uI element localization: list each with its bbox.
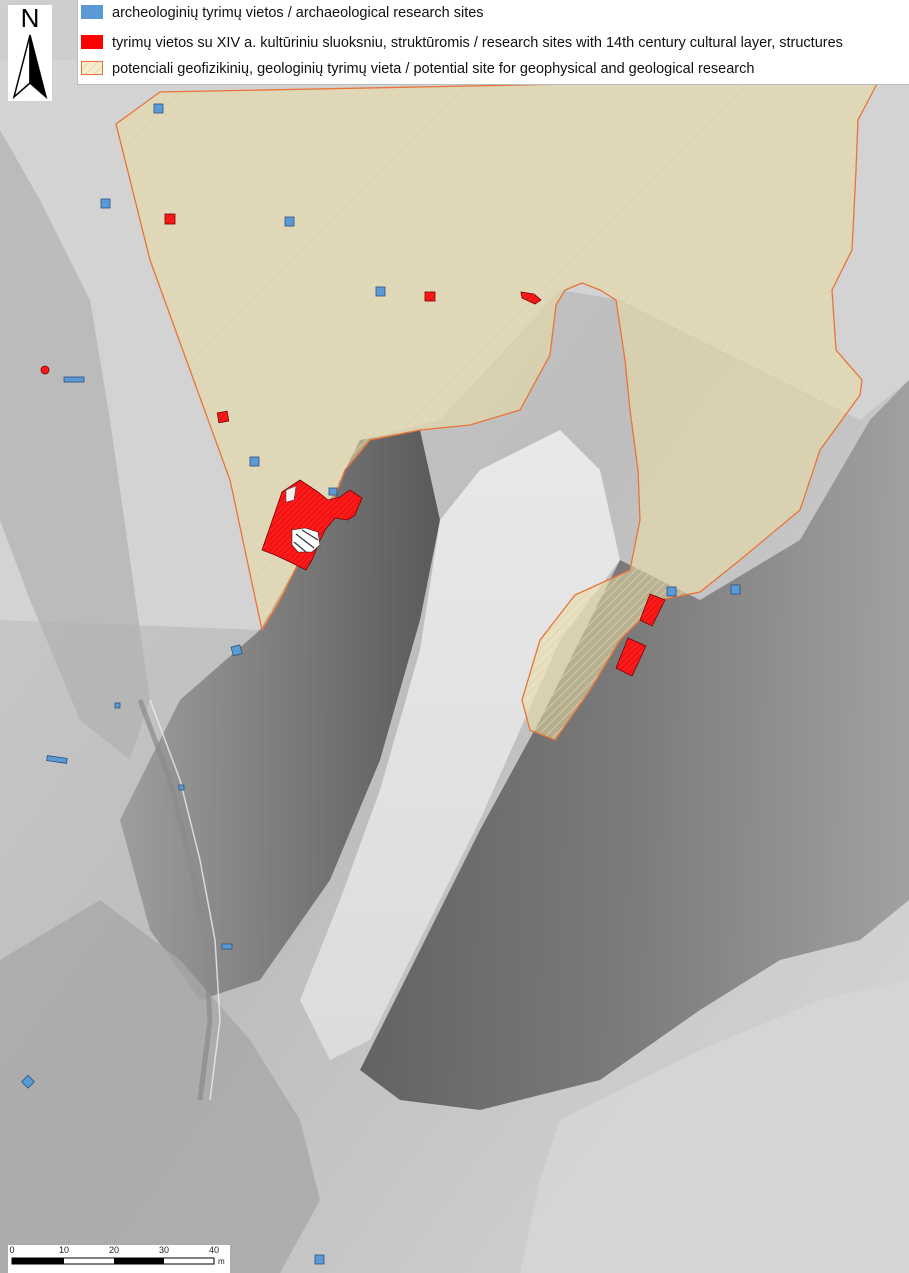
blue-site[interactable] bbox=[249, 456, 260, 467]
scale-bar-graphic bbox=[11, 1257, 215, 1265]
legend-label: potenciali geofizikinių, geologinių tyri… bbox=[112, 61, 755, 77]
scale-tick-label: 40 bbox=[208, 1245, 220, 1255]
legend-item-potential: potenciali geofizikinių, geologinių tyri… bbox=[78, 59, 909, 81]
blue-site[interactable] bbox=[284, 216, 295, 227]
excavation-exposed-area bbox=[285, 485, 297, 503]
legend-swatch-red-icon bbox=[81, 35, 103, 49]
terrain-lower-right bbox=[520, 980, 909, 1273]
blue-site[interactable] bbox=[21, 1074, 35, 1089]
blue-site[interactable] bbox=[730, 584, 741, 595]
legend-label: archeologinių tyrimų vietos / archaeolog… bbox=[112, 5, 484, 21]
legend-swatch-blue-icon bbox=[81, 5, 103, 19]
blue-site[interactable] bbox=[328, 487, 338, 496]
blue-site[interactable] bbox=[230, 644, 243, 657]
legend-item-14th-century: tyrimų vietos su XIV a. kultūriniu sluok… bbox=[78, 33, 909, 55]
terrain-valley bbox=[300, 430, 620, 1060]
red-site[interactable] bbox=[164, 213, 176, 225]
north-arrow: N bbox=[8, 3, 52, 101]
terrain-lower-ridge bbox=[0, 900, 320, 1273]
north-label: N bbox=[20, 3, 40, 33]
blue-site[interactable] bbox=[375, 286, 386, 297]
terrain-right-ridge bbox=[360, 380, 909, 1110]
red-site-main-excavation[interactable] bbox=[261, 479, 363, 571]
blue-site[interactable] bbox=[153, 103, 164, 114]
archaeological-sites bbox=[21, 103, 741, 1265]
excavation-exposed-area bbox=[291, 527, 321, 553]
fourteenth-century-sites bbox=[40, 213, 666, 677]
blue-site[interactable] bbox=[63, 376, 85, 383]
scale-tick-label: 0 bbox=[9, 1245, 15, 1255]
map-legend: archeologinių tyrimų vietos / archaeolog… bbox=[77, 0, 909, 85]
blue-site[interactable] bbox=[221, 943, 233, 950]
red-site[interactable] bbox=[615, 637, 647, 677]
blue-site[interactable] bbox=[100, 198, 111, 209]
legend-label: tyrimų vietos su XIV a. kultūriniu sluok… bbox=[112, 35, 843, 51]
red-site[interactable] bbox=[520, 291, 542, 305]
blue-site[interactable] bbox=[46, 755, 68, 764]
potential-research-zone-main bbox=[115, 77, 882, 741]
blue-site[interactable] bbox=[666, 586, 677, 597]
blue-site[interactable] bbox=[314, 1254, 325, 1265]
red-site[interactable] bbox=[424, 291, 436, 302]
scale-bar: 0 10 20 30 40 m bbox=[8, 1245, 230, 1273]
terrain-path bbox=[137, 699, 213, 1101]
north-arrow-icon bbox=[12, 34, 48, 100]
legend-swatch-hatch-icon bbox=[81, 61, 103, 75]
red-site[interactable] bbox=[639, 593, 666, 627]
blue-site[interactable] bbox=[178, 784, 185, 791]
legend-item-archaeological: archeologinių tyrimų vietos / archaeolog… bbox=[78, 3, 909, 25]
red-site[interactable] bbox=[40, 365, 50, 375]
scale-tick-label: 30 bbox=[158, 1245, 170, 1255]
scale-tick-label: 20 bbox=[108, 1245, 120, 1255]
terrain-left-slope bbox=[0, 130, 150, 760]
scale-tick-label: 10 bbox=[58, 1245, 70, 1255]
scale-unit-label: m bbox=[218, 1257, 225, 1266]
red-site[interactable] bbox=[216, 410, 230, 424]
blue-site[interactable] bbox=[114, 702, 121, 709]
